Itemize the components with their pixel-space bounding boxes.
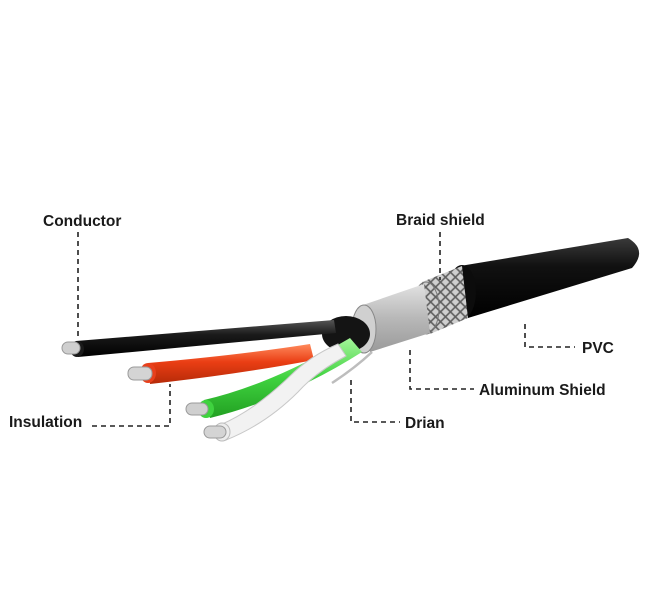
pvc-label: PVC [582, 340, 614, 357]
drain-leader [350, 380, 400, 423]
braid-shield-label: Braid shield [396, 212, 485, 229]
aluminum-shield-label: Aluminum Shield [479, 382, 606, 399]
conductor-label: Conductor [43, 213, 121, 230]
insulation-leader [92, 384, 171, 427]
aluminum-shield-leader [409, 350, 474, 390]
insulation-label: Insulation [9, 414, 82, 431]
drain-wire [331, 351, 373, 385]
pvc-jacket [448, 238, 640, 319]
pvc-leader [524, 324, 575, 348]
conductor-ends [61, 341, 227, 439]
leader-lines [77, 232, 575, 427]
drain-label: Drian [405, 415, 445, 432]
